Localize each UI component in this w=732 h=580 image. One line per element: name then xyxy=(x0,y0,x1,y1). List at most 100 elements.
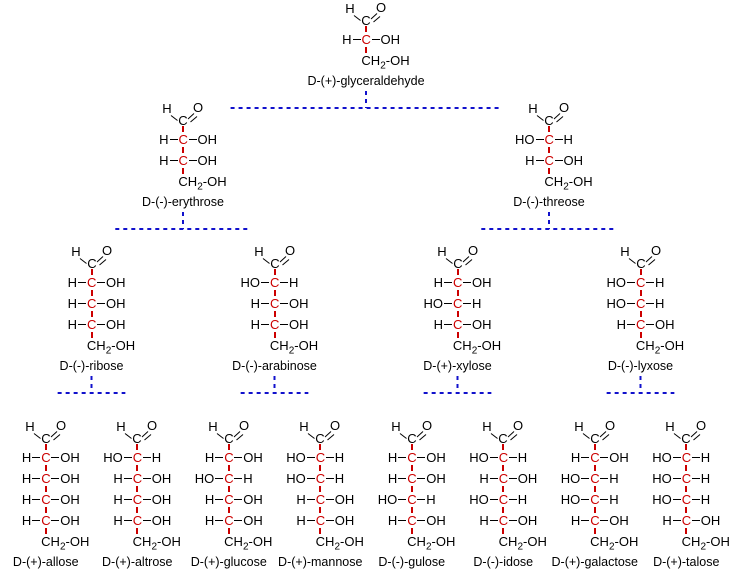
vertical-bond xyxy=(182,168,184,174)
right-substituent: OH xyxy=(609,450,629,465)
aldehyde-o-atom: O xyxy=(696,421,706,433)
horizontal-bond xyxy=(691,520,700,521)
left-substituent: H xyxy=(67,317,77,332)
horizontal-bond xyxy=(463,303,471,304)
left-substituent: H xyxy=(433,275,443,290)
aldehyde-group: HCO xyxy=(666,421,707,444)
horizontal-bond xyxy=(489,499,498,500)
right-substituent: H xyxy=(609,492,619,507)
vertical-bond xyxy=(593,465,596,471)
c-o-double-bond-2 xyxy=(281,259,289,266)
aldehyde-group: HCO xyxy=(483,421,524,444)
vertical-bond xyxy=(639,269,642,275)
molecule-label: D-(+)-allose xyxy=(12,555,79,569)
left-substituent: H xyxy=(204,450,215,465)
vertical-bond xyxy=(548,147,550,153)
horizontal-bond xyxy=(444,303,452,304)
vertical-bond xyxy=(639,311,642,317)
aldehyde-h-atom: H xyxy=(620,246,629,259)
chiral-carbon: C xyxy=(132,471,143,486)
vertical-bond xyxy=(593,444,596,450)
vertical-bond xyxy=(593,528,596,534)
tail-ch: CH xyxy=(635,338,655,353)
horizontal-bond xyxy=(280,324,288,325)
c-o-double-bond-1 xyxy=(507,431,515,438)
molecule-label: D-(+)-talose xyxy=(653,555,720,569)
tail-subscript: 2 xyxy=(700,541,706,553)
horizontal-bond xyxy=(417,499,426,500)
horizontal-bond xyxy=(691,499,700,500)
terminal-ch2oh-group: CH2-OH xyxy=(407,534,455,553)
tail-subscript: 2 xyxy=(288,345,295,357)
horizontal-bond xyxy=(32,457,41,458)
horizontal-bond xyxy=(672,457,681,458)
horizontal-bond xyxy=(398,478,407,479)
horizontal-bond xyxy=(627,303,635,304)
aldehyde-h-atom: H xyxy=(528,103,537,116)
aldehyde-group: HCO xyxy=(391,421,432,444)
chiral-carbon: C xyxy=(681,513,692,528)
right-substituent: H xyxy=(609,471,619,486)
c-o-double-bond-1 xyxy=(233,431,241,438)
aldehyde-o-atom: O xyxy=(101,246,111,258)
left-substituent: H xyxy=(250,296,260,311)
chiral-carbon: C xyxy=(407,471,417,486)
aldehyde-group: HCO xyxy=(437,246,478,269)
chiral-carbon: C xyxy=(407,492,417,507)
vertical-bond xyxy=(227,507,230,513)
tail-ch: CH xyxy=(178,174,198,189)
vertical-bond xyxy=(319,444,322,450)
chiral-carbon: C xyxy=(224,492,234,507)
aldehyde-h-atom: H xyxy=(300,421,309,434)
horizontal-bond xyxy=(600,499,609,500)
left-substituent: HO xyxy=(652,492,672,507)
vertical-bond xyxy=(136,444,139,450)
horizontal-bond xyxy=(169,139,178,140)
tail-oh: -OH xyxy=(477,338,502,353)
right-substituent: OH xyxy=(289,296,309,311)
h-c-bond xyxy=(124,433,133,439)
c-o-double-bond-1 xyxy=(462,256,469,263)
chiral-carbon: C xyxy=(681,471,692,486)
c-o-double-bond-2 xyxy=(556,116,564,123)
horizontal-bond xyxy=(215,499,224,500)
right-substituent: H xyxy=(700,450,711,465)
left-substituent: HO xyxy=(469,450,489,465)
right-substituent: H xyxy=(426,492,436,507)
right-substituent: OH xyxy=(151,492,172,507)
vertical-bond xyxy=(685,444,688,450)
horizontal-bond xyxy=(97,324,105,325)
tail-subscript: 2 xyxy=(105,345,112,357)
horizontal-bond xyxy=(78,324,86,325)
vertical-bond xyxy=(548,126,550,132)
horizontal-bond xyxy=(535,160,544,161)
horizontal-bond xyxy=(535,139,544,140)
terminal-ch2oh-group: CH2-OH xyxy=(316,534,364,553)
tail-ch: CH xyxy=(86,338,106,353)
h-c-bond xyxy=(445,258,453,264)
chiral-carbon: C xyxy=(590,513,600,528)
horizontal-bond xyxy=(306,457,315,458)
c-o-double-bond-2 xyxy=(601,434,610,441)
right-substituent: OH xyxy=(563,153,584,168)
chiral-carbon: C xyxy=(636,275,646,290)
tail-subscript: 2 xyxy=(242,541,249,553)
vertical-bond xyxy=(90,269,93,275)
vertical-bond xyxy=(593,486,596,492)
